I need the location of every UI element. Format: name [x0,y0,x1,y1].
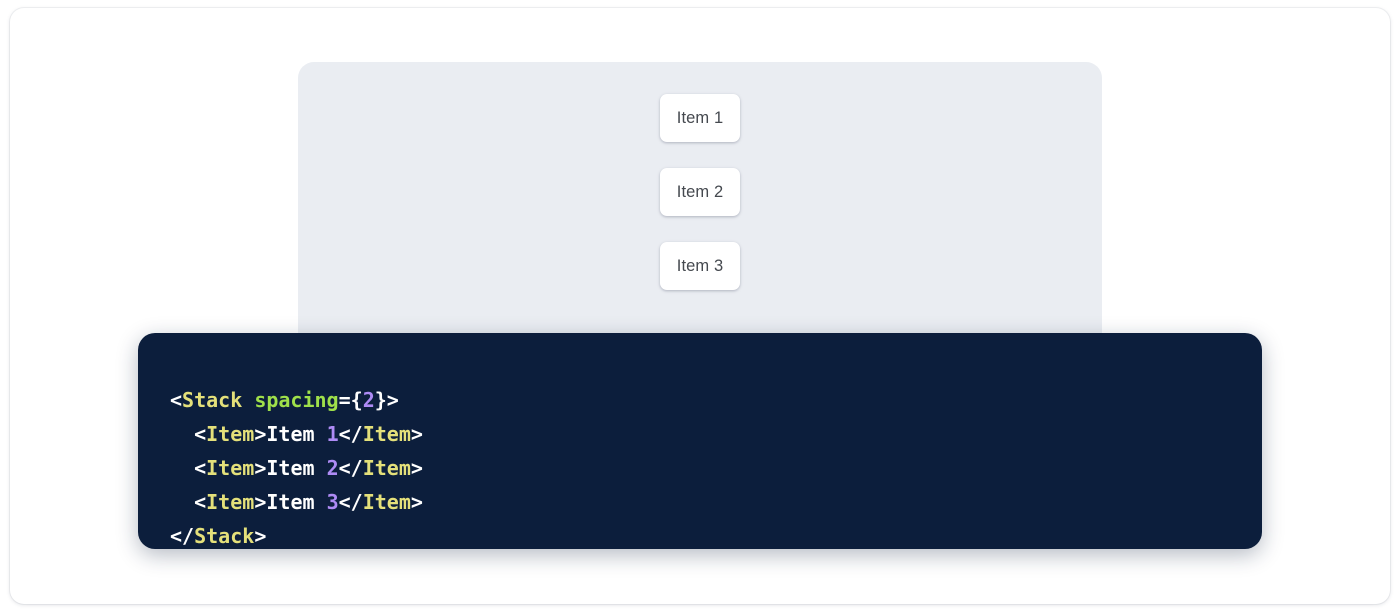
code-token-tag: Item [206,490,255,514]
code-token-text: Item [266,422,327,446]
code-token-tag: Stack [194,524,255,548]
code-token-tag: Item [362,456,411,480]
code-token-punct: </ [338,456,363,480]
code-token-attr: spacing [254,388,339,412]
code-token-punct: < [194,490,207,514]
code-token-punct: < [170,388,183,412]
code-snippet-panel[interactable]: <Stack spacing={2}> <Item>Item 1</Item> … [138,333,1262,549]
stack-container: Item 1 Item 2 Item 3 [660,94,740,290]
code-token-punct: > [410,490,423,514]
stack-item[interactable]: Item 3 [660,242,740,290]
code-token-punct: < [194,422,207,446]
code-token-punct: > [254,490,267,514]
code-token-tag: Item [206,456,255,480]
code-token-punct: ={ [338,388,363,412]
code-token-punct: </ [338,422,363,446]
code-token-punct: </ [170,524,195,548]
stack-item[interactable]: Item 1 [660,94,740,142]
code-block[interactable]: <Stack spacing={2}> <Item>Item 1</Item> … [170,383,1262,553]
code-token-num: 3 [326,490,339,514]
code-token-num: 2 [362,388,375,412]
code-token-text: Item [266,490,327,514]
code-token-punct: < [194,456,207,480]
code-token-text: Item [266,456,327,480]
code-token-tag: Item [362,422,411,446]
code-token-num: 2 [326,456,339,480]
code-token-tag: Item [362,490,411,514]
code-token-num: 1 [326,422,339,446]
code-token-text [242,388,254,412]
code-token-tag: Item [206,422,255,446]
code-token-punct: > [254,456,267,480]
code-token-punct: > [254,524,267,548]
code-token-tag: Stack [182,388,243,412]
code-token-punct: </ [338,490,363,514]
stack-item[interactable]: Item 2 [660,168,740,216]
code-token-punct: > [410,422,423,446]
code-token-punct: }> [374,388,399,412]
code-token-punct: > [254,422,267,446]
code-token-punct: > [410,456,423,480]
component-preview-panel: Item 1 Item 2 Item 3 [298,62,1102,362]
